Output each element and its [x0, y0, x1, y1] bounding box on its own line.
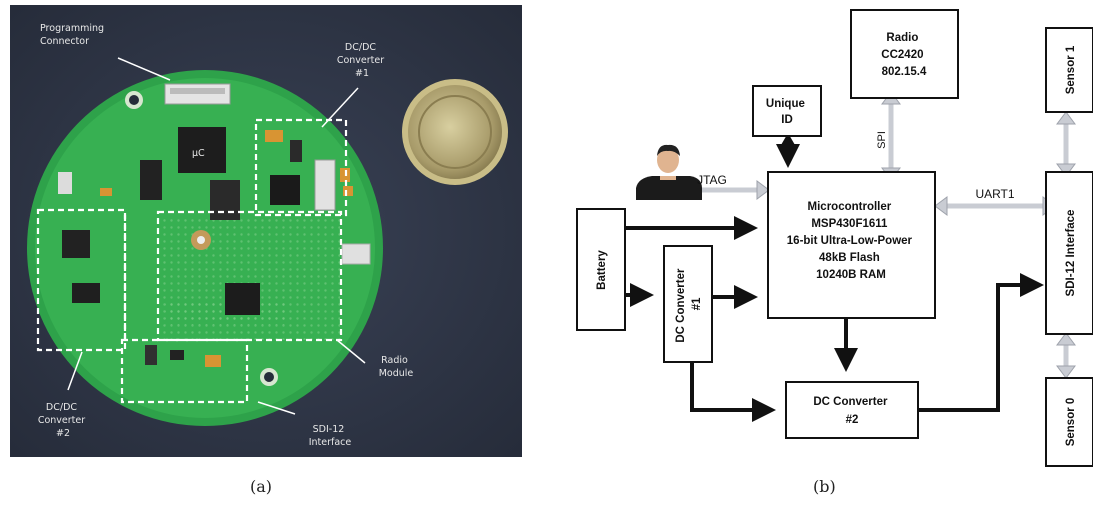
block-dc-converter-1	[664, 246, 712, 362]
label-jtag: JTAG	[697, 173, 727, 187]
label-spi: SPI	[876, 131, 888, 149]
caption-a: (a)	[250, 477, 272, 496]
label-battery: Battery	[596, 250, 608, 290]
radio-chip	[225, 283, 260, 315]
block-dc-converter-2	[786, 382, 918, 438]
label-sensor-0: Sensor 0	[1065, 398, 1077, 447]
label-sensor-1: Sensor 1	[1065, 45, 1077, 94]
chip-mark: μC	[192, 148, 205, 159]
label-uart: UART1	[975, 187, 1014, 201]
board-photo-panel: μC Programming Connector DC/DC Conv	[0, 0, 530, 470]
block-unique-id	[753, 86, 821, 136]
person-icon	[636, 145, 702, 200]
caption-b: (b)	[813, 477, 836, 496]
block-diagram-panel: Radio CC2420 802.15.4 Unique ID Microcon…	[540, 0, 1093, 470]
radio-module-area	[160, 215, 340, 340]
label-sdi12-interface-block: SDI-12 Interface	[1065, 210, 1077, 297]
label-radio: Radio CC2420 802.15.4	[881, 32, 927, 78]
